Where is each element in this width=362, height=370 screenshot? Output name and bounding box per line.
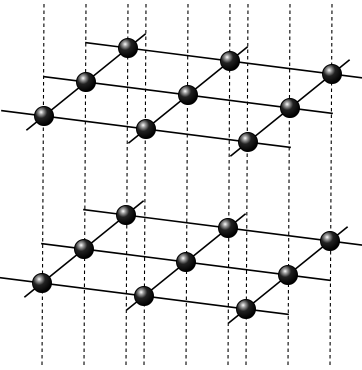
atom — [322, 64, 342, 84]
atom — [278, 265, 298, 285]
atom — [118, 38, 138, 58]
atom — [74, 239, 94, 259]
atoms — [32, 38, 342, 319]
atom — [236, 299, 256, 319]
vertical-dashed-line — [125, 3, 129, 367]
vertical-dashed-line — [41, 3, 45, 367]
vertical-dashed-line — [287, 3, 291, 367]
atom — [34, 106, 54, 126]
atom — [116, 205, 136, 225]
vertical-dashed-line — [329, 3, 333, 367]
atom — [218, 218, 238, 238]
vertical-dashed-line — [185, 3, 189, 367]
vertical-dashed-line — [143, 3, 147, 367]
atom — [76, 72, 96, 92]
vertical-dashed-lines — [41, 3, 333, 367]
atom — [178, 85, 198, 105]
atom — [32, 273, 52, 293]
atom — [320, 231, 340, 251]
atom — [136, 119, 156, 139]
atom — [220, 51, 240, 71]
vertical-dashed-line — [83, 3, 87, 367]
atom — [134, 286, 154, 306]
atom — [176, 252, 196, 272]
atom — [280, 98, 300, 118]
atom — [238, 132, 258, 152]
